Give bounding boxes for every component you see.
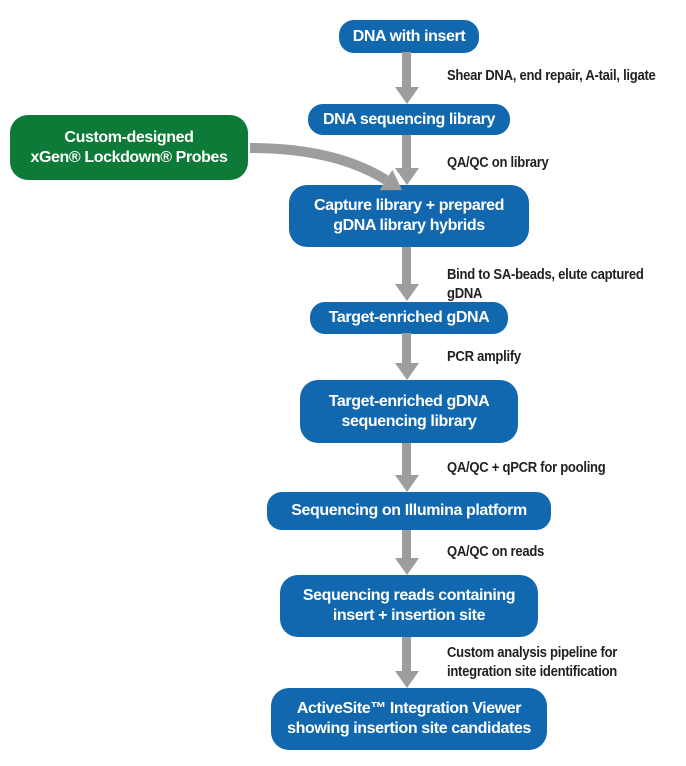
step-label-qaqc-reads: QA/QC on reads xyxy=(447,544,545,560)
step-label-qaqc-library: QA/QC on library xyxy=(447,155,549,171)
node-sequencing-illumina: Sequencing on Illumina platform xyxy=(267,492,551,530)
step-label-pcr-amplify: PCR amplify xyxy=(447,349,521,365)
node-dna-with-insert: DNA with insert xyxy=(339,20,479,53)
node-reads-insertion-site: Sequencing reads containing insert + ins… xyxy=(280,575,538,637)
arrow-down-icon xyxy=(395,637,419,688)
curved-merge-arrow-icon xyxy=(249,143,402,191)
node-activesite-viewer: ActiveSite™ Integration Viewer showing i… xyxy=(271,688,547,750)
arrow-down-icon xyxy=(395,135,419,185)
arrow-down-icon xyxy=(395,52,419,104)
node-target-enriched-gdna: Target-enriched gDNA xyxy=(310,302,508,334)
arrow-down-icon xyxy=(395,247,419,301)
step-label-analysis-pipeline: Custom analysis pipeline for integration… xyxy=(447,645,618,680)
arrow-down-icon xyxy=(395,530,419,575)
arrow-down-icon xyxy=(395,333,419,380)
node-target-enriched-library: Target-enriched gDNA sequencing library xyxy=(300,380,518,443)
arrow-down-icon xyxy=(395,443,419,492)
step-label-qpcr-pooling: QA/QC + qPCR for pooling xyxy=(447,460,606,476)
node-capture-hybrids: Capture library + prepared gDNA library … xyxy=(289,185,529,247)
node-dna-sequencing-library: DNA sequencing library xyxy=(308,104,510,135)
step-label-bind-beads: Bind to SA-beads, elute captured gDNA xyxy=(447,267,644,302)
step-label-shear: Shear DNA, end repair, A-tail, ligate xyxy=(447,68,656,84)
node-xgen-lockdown-probes: Custom-designed xGen® Lockdown® Probes xyxy=(10,115,248,180)
